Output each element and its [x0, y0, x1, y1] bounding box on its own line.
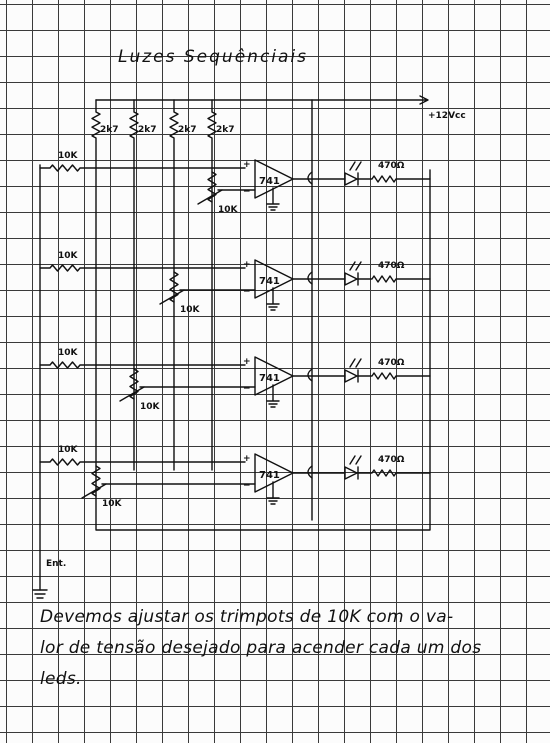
- opamp-triangle: [254, 453, 294, 493]
- opamp-label: 741: [259, 276, 280, 287]
- opamp-triangle: [254, 259, 294, 299]
- trimpot-body: [169, 271, 179, 303]
- ground-symbol: [266, 481, 280, 505]
- stage-2: 10K + −741 10K 470Ω: [39, 251, 431, 315]
- input-bus: Ent.: [32, 164, 66, 599]
- divider-resistor-label: 2k7: [138, 125, 157, 135]
- led-resistor: [357, 175, 431, 183]
- divider-resistor-label: 2k7: [100, 125, 119, 135]
- led-resistor-label: 470Ω: [378, 358, 405, 368]
- plus-sign: +: [243, 260, 251, 270]
- minus-sign: −: [243, 384, 251, 394]
- trimpot-wiper: [119, 386, 145, 402]
- input-wire: [39, 361, 246, 369]
- trimpot-body: [91, 465, 101, 497]
- rail-crossover: [307, 171, 313, 185]
- plus-sign: +: [243, 160, 251, 170]
- led-resistor: [357, 469, 431, 477]
- divider-column-wire: [169, 99, 179, 471]
- trimpot-body: [207, 171, 217, 203]
- divider-column-wire: [207, 99, 217, 471]
- plus-sign: +: [243, 357, 251, 367]
- opamp-label: 741: [259, 176, 280, 187]
- note-line-3: leds.: [40, 669, 82, 689]
- plus-sign: +: [243, 454, 251, 464]
- led-arrows: [349, 455, 362, 465]
- stage-3: 10K + −741 10K 470Ω: [39, 348, 431, 412]
- minus-sign: −: [243, 481, 251, 491]
- led-arrows: [349, 261, 362, 271]
- input-resistor-label: 10K: [58, 251, 79, 261]
- trimpot-body: [129, 368, 139, 400]
- led-arrows: [349, 161, 362, 171]
- input-resistor-label: 10K: [58, 445, 79, 455]
- divider-resistor-label: 2k7: [216, 125, 235, 135]
- input-resistor-label: 10K: [58, 348, 79, 358]
- led-symbol: [344, 369, 359, 383]
- led-resistor: [357, 275, 431, 283]
- rail-crossover: [307, 465, 313, 479]
- ground-symbol: [266, 287, 280, 311]
- trimpot-label: 10K: [218, 205, 239, 215]
- divider-resistor-label: 2k7: [178, 125, 197, 135]
- trimpot-label: 10K: [180, 305, 201, 315]
- minus-sign: −: [243, 187, 251, 197]
- rail-crossover: [307, 271, 313, 285]
- input-wire: [39, 164, 246, 172]
- input-resistor-label: 10K: [58, 151, 79, 161]
- led-resistor-label: 470Ω: [378, 261, 405, 271]
- divider-resistor-chain: 2k7 2k7 2k7 2k7: [91, 99, 235, 471]
- trimpot-wiper: [159, 289, 185, 305]
- led-arrows: [349, 358, 362, 368]
- input-wire: [39, 264, 246, 272]
- trimpot-label: 10K: [140, 402, 161, 412]
- diagram-title: Luzes Sequênciais: [118, 47, 308, 67]
- led-symbol: [344, 466, 359, 480]
- opamp-triangle: [254, 159, 294, 199]
- ground-symbol: [266, 187, 280, 211]
- led-resistor-label: 470Ω: [378, 455, 405, 465]
- led-resistor-label: 470Ω: [378, 161, 405, 171]
- opamp-label: 741: [259, 470, 280, 481]
- led-symbol: [344, 172, 359, 186]
- supply-rail: +12Vcc: [95, 95, 466, 121]
- ground-symbol: [266, 384, 280, 408]
- supply-label: +12Vcc: [428, 111, 466, 121]
- opamp-triangle: [254, 356, 294, 396]
- input-wire: [39, 458, 246, 466]
- opamp-label: 741: [259, 373, 280, 384]
- led-symbol: [344, 272, 359, 286]
- note-line-1: Devemos ajustar os trimpots de 10K com o…: [40, 607, 454, 627]
- note-line-2: lor de tensão desejado para acender cada…: [40, 638, 482, 658]
- note-text: Devemos ajustar os trimpots de 10K com o…: [40, 602, 520, 695]
- input-label: Ent.: [46, 559, 66, 569]
- rail-crossover: [307, 368, 313, 382]
- trimpot-label: 10K: [102, 499, 123, 509]
- comparator-stages: 10K+−74110K470Ω10K+−74110K470Ω10K+−74110…: [39, 151, 431, 509]
- led-resistor: [357, 372, 431, 380]
- trimpot-wiper: [197, 189, 223, 205]
- divider-column-wire: [129, 99, 139, 471]
- minus-sign: −: [243, 287, 251, 297]
- stage-1: 10K + −741 10K 470Ω: [39, 151, 431, 215]
- stage-4: 10K + −741 10K 470Ω: [39, 445, 431, 509]
- divider-column-wire: [91, 99, 101, 471]
- return-rail: [95, 169, 431, 531]
- trimpot-wiper: [81, 483, 107, 499]
